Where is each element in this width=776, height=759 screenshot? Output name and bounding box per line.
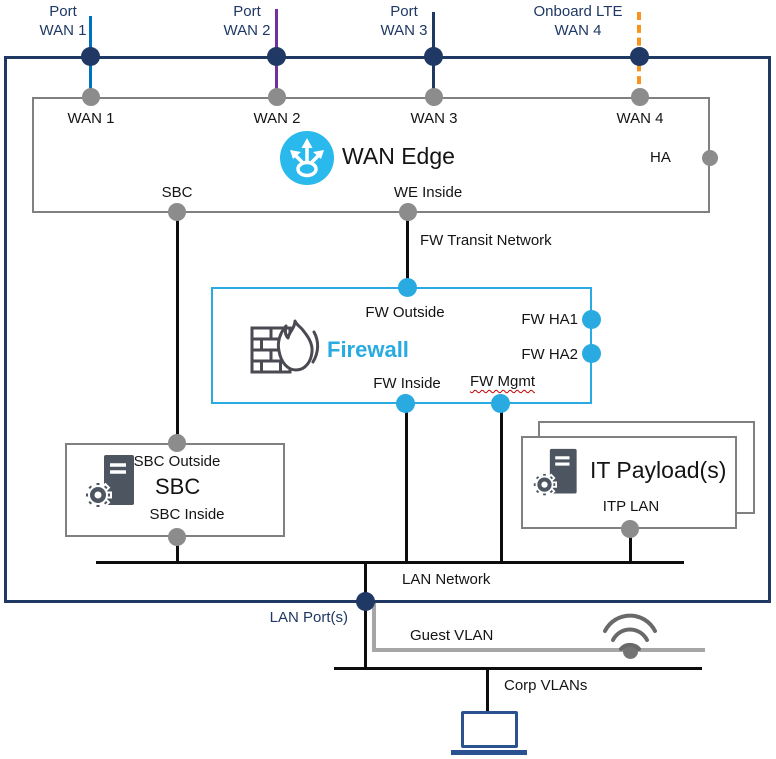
port-wan1-label-line2: WAN 1 [39,22,87,39]
fw-mgmt-line [500,404,503,563]
wan4-edge-node [631,88,649,106]
fw-mgmt-node [491,394,510,413]
onboard-lte-label-line1: Onboard LTE [533,3,623,20]
site-boundary-box [4,56,771,603]
port-wan3-label: Port WAN 3 [369,2,439,40]
sbc-port-label: SBC [161,184,193,201]
sbc-outside-label: SBC Outside [133,453,221,470]
sbc-inside-node [168,528,186,546]
sbc-inside-label: SBC Inside [149,506,225,523]
fw-inside-label: FW Inside [373,375,441,392]
firewall-icon [250,319,320,374]
fw-outside-node [398,278,417,297]
lan-network-bus-line [96,561,684,564]
wan1-label: WAN 1 [67,110,115,127]
port-wan1-label-line1: Port [49,3,77,20]
onboard-lte-label-line2: WAN 4 [554,22,602,39]
port-wan2-label-line1: Port [233,3,261,20]
ha-node [702,150,718,166]
lan-port-drop-line [364,563,367,670]
fw-ha2-node [582,344,601,363]
sbc-outside-node [168,434,186,452]
we-inside-label: WE Inside [393,184,463,201]
itp-lan-label: ITP LAN [602,498,660,515]
wan3-port-node [424,47,443,66]
port-wan3-label-line1: Port [390,3,418,20]
laptop-drop-line [486,670,489,712]
fw-inside-line [405,404,408,563]
wan3-label: WAN 3 [410,110,458,127]
guest-vlan-label: Guest VLAN [410,627,494,644]
fw-transit-network-label: FW Transit Network [420,232,552,249]
sbc-uplink-line [176,213,179,443]
port-wan2-label-line2: WAN 2 [223,22,271,39]
sbc-server-icon [84,455,134,509]
wan4-port-node [630,47,649,66]
laptop-icon [461,711,518,748]
wan-edge-title: WAN Edge [342,143,455,169]
fw-transit-line [406,213,409,289]
guest-vlan-vline [372,603,376,652]
fw-outside-label: FW Outside [365,304,445,321]
itp-lan-line [629,529,632,564]
port-wan3-label-line2: WAN 3 [380,22,428,39]
wan2-label: WAN 2 [253,110,301,127]
wan1-port-node [81,47,100,66]
sbc-inside-line [176,537,179,564]
wan-edge-icon [280,131,334,185]
guest-vlan-hline [372,648,705,652]
port-wan1-label: Port WAN 1 [28,2,98,40]
ha-label: HA [650,149,671,166]
lan-ports-label: LAN Port(s) [269,609,348,626]
wan3-edge-node [425,88,443,106]
fw-inside-node [396,394,415,413]
wan2-edge-node [268,88,286,106]
firewall-title: Firewall [327,337,409,362]
fw-ha2-label: FW HA2 [521,346,578,363]
lan-port-node [356,592,375,611]
itp-lan-node [621,520,639,538]
sbc-title: SBC [155,474,201,499]
onboard-lte-wan4-label: Onboard LTE WAN 4 [526,2,630,40]
it-payload-title: IT Payload(s) [590,457,727,483]
lan-network-label: LAN Network [402,571,491,588]
itp-server-icon [532,448,577,498]
fw-mgmt-label: FW Mgmt [470,373,535,390]
wifi-icon [603,613,657,651]
fw-ha1-node [582,310,601,329]
corp-vlans-label: Corp VLANs [504,677,588,694]
wan2-port-node [267,47,286,66]
wan4-label: WAN 4 [616,110,664,127]
corp-vlans-bus-line [334,667,702,670]
port-wan2-label: Port WAN 2 [212,2,282,40]
wan1-edge-node [82,88,100,106]
sbc-port-node [168,203,186,221]
we-inside-node [399,203,417,221]
fw-ha1-label: FW HA1 [521,311,578,328]
laptop-base [451,750,527,755]
